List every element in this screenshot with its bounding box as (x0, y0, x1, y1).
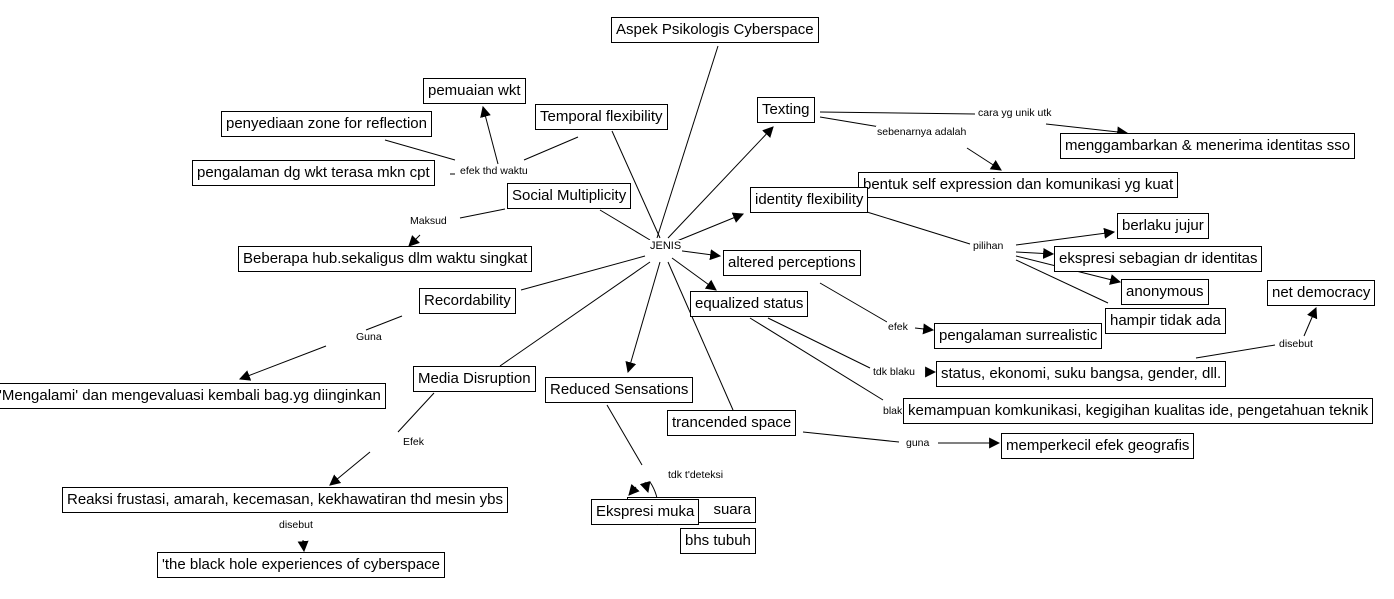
node-equalized-status[interactable]: equalized status (690, 291, 809, 317)
link-jenis-texting (667, 126, 774, 239)
label-tdk-blaku: tdk blaku (872, 366, 917, 378)
center-node-jenis[interactable]: JENIS (649, 240, 683, 252)
link-jenis-title (656, 45, 719, 239)
node-pengalaman-surrealistic[interactable]: pengalaman surrealistic (934, 323, 1103, 349)
link-jenis-media (499, 261, 651, 367)
node-temporal-flexibility[interactable]: Temporal flexibility (535, 104, 668, 130)
link-jenis-reduced (625, 261, 661, 374)
node-recordability[interactable]: Recordability (419, 288, 516, 314)
node-mengalami[interactable]: 'Mengalami' dan mengevaluasi kembali bag… (0, 383, 386, 409)
link-jenis-equalized (671, 257, 717, 291)
link-jenis-trancended (667, 261, 734, 411)
node-bentuk[interactable]: bentuk self expression dan komunikasi yg… (858, 172, 1179, 198)
node-altered-perceptions[interactable]: altered perceptions (723, 250, 861, 276)
node-ekspresi-muka[interactable]: Ekspresi muka (591, 499, 700, 525)
link-jenis-altered (674, 249, 722, 261)
node-social-multiplicity[interactable]: Social Multiplicity (507, 183, 632, 209)
node-status[interactable]: status, ekonomi, suku bangsa, gender, dl… (936, 361, 1227, 387)
link-jenis-recordability (520, 255, 646, 291)
node-beberapa[interactable]: Beberapa hub.sekaligus dlm waktu singkat (238, 246, 533, 272)
node-hampir-tidak-ada[interactable]: hampir tidak ada (1105, 308, 1226, 334)
node-net-democracy[interactable]: net democracy (1267, 280, 1376, 306)
link-social-jenis (599, 209, 651, 241)
node-pemuaian[interactable]: pemuaian wkt (423, 78, 526, 104)
label-efek-left: Efek (402, 436, 426, 448)
node-kemampuan[interactable]: kemampuan komkunikasi, kegigihan kualita… (903, 398, 1374, 424)
node-ekspresi-sebagian[interactable]: ekspresi sebagian dr identitas (1054, 246, 1263, 272)
title-node[interactable]: Aspek Psikologis Cyberspace (611, 17, 819, 43)
node-trancended-space[interactable]: trancended space (667, 410, 797, 436)
label-disebut-left: disebut (278, 519, 314, 531)
label-tdk-terdeteksi: tdk t'deteksi (667, 469, 725, 481)
label-maksud: Maksud (409, 215, 448, 227)
label-efek-right: efek (887, 321, 909, 333)
node-menggambarkan[interactable]: menggambarkan & menerima identitas sso (1060, 133, 1356, 159)
node-memperkecil[interactable]: memperkecil efek geografis (1001, 433, 1195, 459)
label-cara-yg-unik: cara yg unik utk (977, 107, 1053, 119)
node-reaksi[interactable]: Reaksi frustasi, amarah, kecemasan, kekh… (62, 487, 509, 513)
link-jenis-identity (671, 212, 745, 244)
node-berlaku-jujur[interactable]: berlaku jujur (1117, 213, 1209, 239)
node-black-hole[interactable]: 'the black hole experiences of cyberspac… (157, 552, 446, 578)
node-penyediaan[interactable]: penyediaan zone for reflection (221, 111, 432, 137)
node-identity-flexibility[interactable]: identity flexibility (750, 187, 869, 213)
label-sebenarnya-adalah: sebenarnya adalah (876, 126, 968, 138)
node-texting[interactable]: Texting (757, 97, 815, 123)
node-pengalaman-wkt[interactable]: pengalaman dg wkt terasa mkn cpt (192, 160, 435, 186)
link-temporal-jenis (611, 130, 661, 239)
label-guna-right: guna (905, 437, 931, 449)
node-anonymous[interactable]: anonymous (1121, 279, 1209, 305)
node-bhs-tubuh[interactable]: bhs tubuh (680, 528, 756, 554)
node-media-disruption[interactable]: Media Disruption (413, 366, 536, 392)
label-blak: blak (882, 405, 904, 417)
node-reduced-sensations[interactable]: Reduced Sensations (545, 377, 694, 403)
label-guna-left: Guna (355, 331, 383, 343)
label-disebut-right: disebut (1278, 338, 1314, 350)
label-pilihan: pilihan (972, 240, 1005, 252)
label-efek-thd-waktu: efek thd waktu (459, 165, 529, 177)
